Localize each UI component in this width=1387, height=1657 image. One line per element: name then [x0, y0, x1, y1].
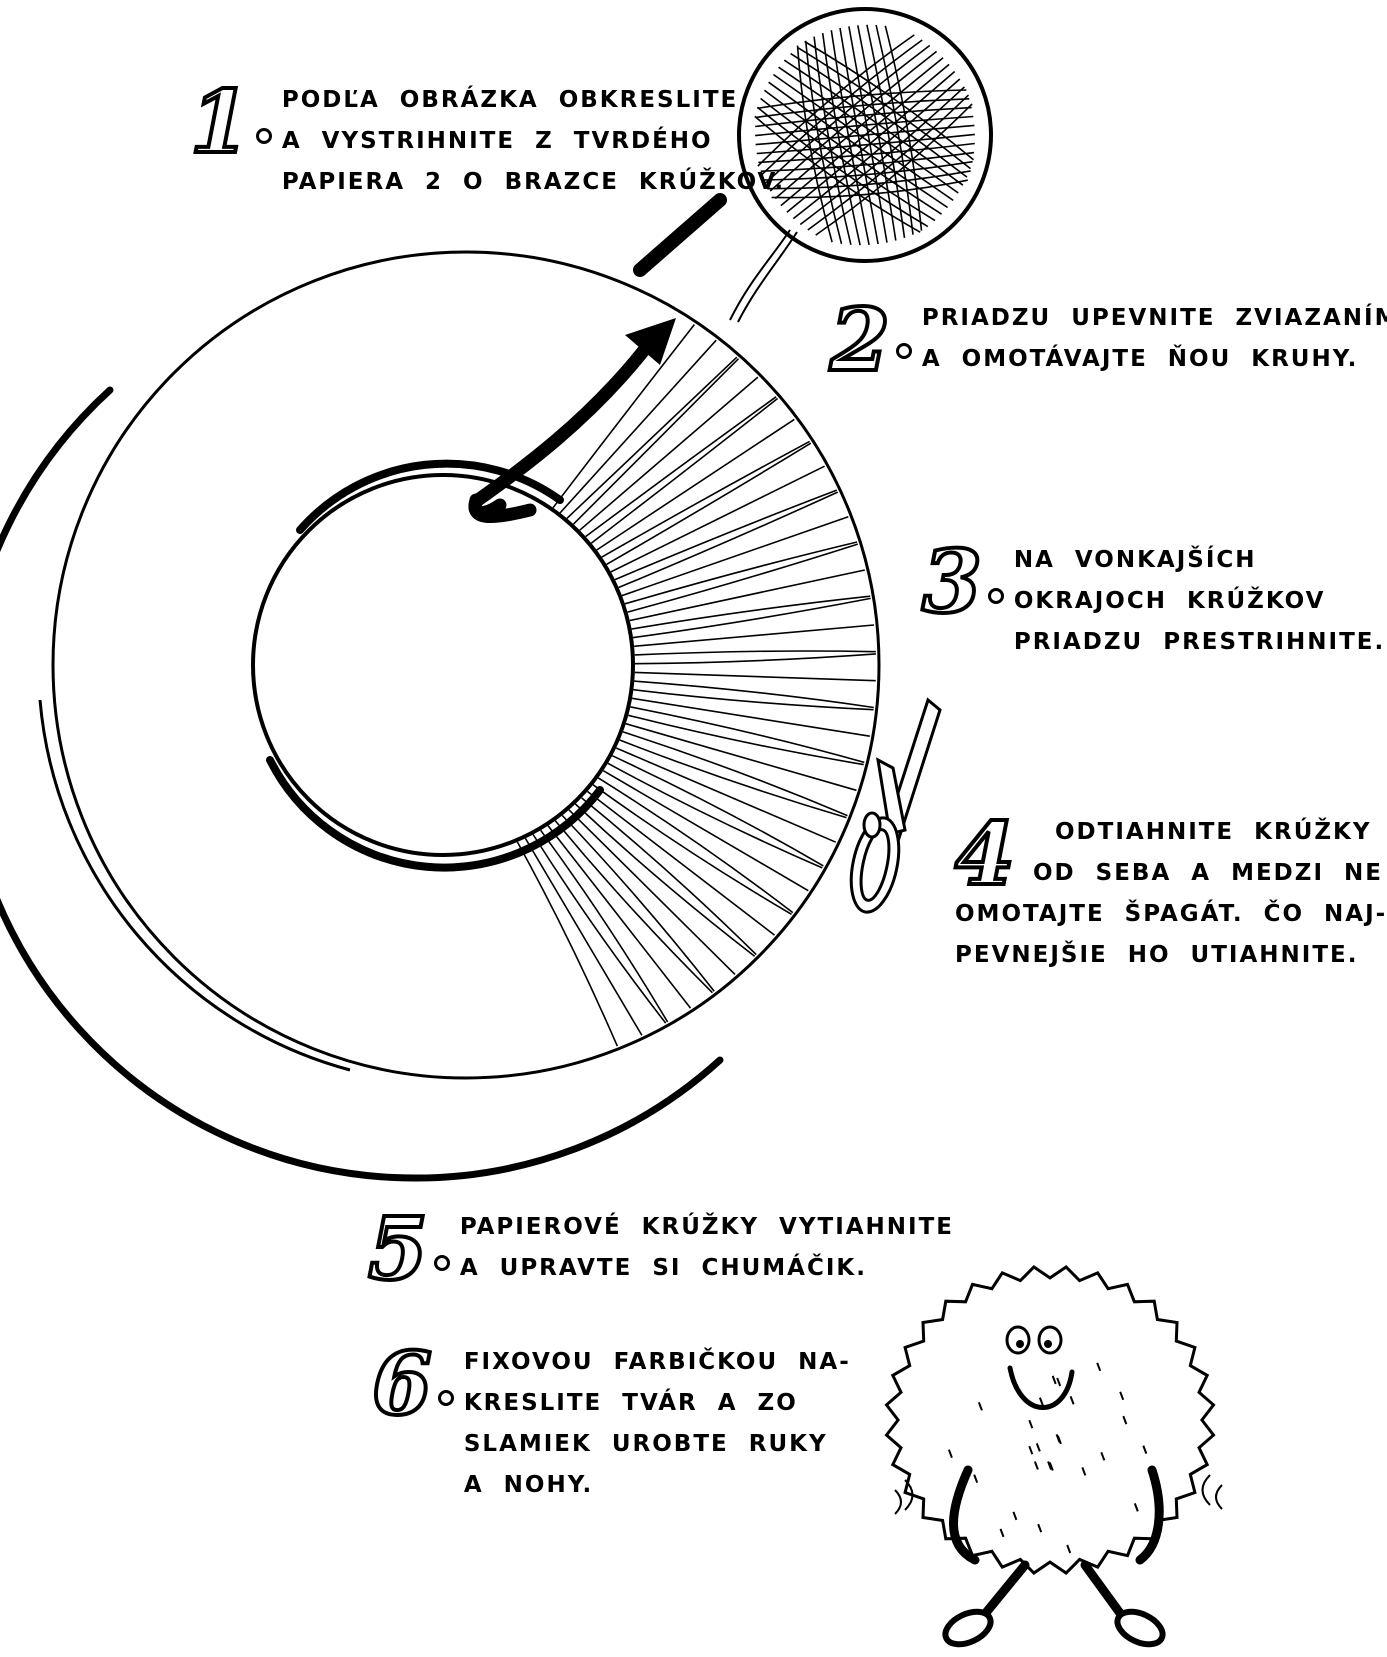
step-dot-icon	[896, 343, 912, 359]
step-3: 3 NA VONKAJŠÍCH OKRAJOCH KRÚŽKOV PRIADZU…	[922, 540, 1385, 663]
step-6-line-3: SLAMIEK UROBTE RUKY	[464, 1424, 851, 1465]
step-dot-icon	[988, 588, 1004, 604]
step-3-line-3: PRIADZU PRESTRIHNITE.	[1014, 622, 1385, 663]
step-number-6: 6	[372, 1342, 432, 1428]
step-5: 5 PAPIEROVÉ KRÚŽKY VYTIAHNITE A UPRAVTE …	[368, 1207, 954, 1293]
step-number-2: 2	[830, 298, 890, 384]
step-4-line-4: PEVNEJŠIE HO UTIAHNITE.	[955, 935, 1387, 976]
step-3-line-1: NA VONKAJŠÍCH	[1014, 540, 1385, 581]
step-1-line-2: A VYSTRIHNITE Z TVRDÉHO	[282, 121, 785, 162]
step-2-line-2: A OMOTÁVAJTE ŇOU KRUHY.	[922, 339, 1387, 380]
step-number-3: 3	[922, 540, 982, 626]
step-5-line-1: PAPIEROVÉ KRÚŽKY VYTIAHNITE	[460, 1207, 954, 1248]
step-number-5: 5	[368, 1207, 428, 1293]
step-4-line-3: OMOTAJTE ŠPAGÁT. ČO NAJ-	[955, 894, 1387, 935]
step-dot-icon	[256, 128, 272, 144]
step-6: 6 FIXOVOU FARBIČKOU NA- KRESLITE TVÁR A …	[372, 1342, 851, 1506]
step-dot-icon	[434, 1255, 450, 1271]
step-number-4: 4	[955, 812, 1015, 898]
cardboard-ring-icon	[0, 252, 879, 1178]
step-4: 4 ODTIAHNITE KRÚŽKY OD SEBA A MEDZI NE O…	[955, 812, 1387, 976]
step-6-line-1: FIXOVOU FARBIČKOU NA-	[464, 1342, 851, 1383]
step-6-line-4: A NOHY.	[464, 1465, 851, 1506]
step-4-line-2: OD SEBA A MEDZI NE	[955, 853, 1387, 894]
step-2-line-1: PRIADZU UPEVNITE ZVIAZANÍM	[922, 298, 1387, 339]
step-6-line-2: KRESLITE TVÁR A ZO	[464, 1383, 851, 1424]
step-4-line-1: ODTIAHNITE KRÚŽKY	[955, 812, 1387, 853]
step-1: 1 PODĽA OBRÁZKA OBKRESLITE A VYSTRIHNITE…	[190, 80, 785, 203]
step-2: 2 PRIADZU UPEVNITE ZVIAZANÍM A OMOTÁVAJT…	[830, 298, 1387, 384]
step-3-line-2: OKRAJOCH KRÚŽKOV	[1014, 581, 1385, 622]
step-5-line-2: A UPRAVTE SI CHUMÁČIK.	[460, 1248, 954, 1289]
pompom-character-icon	[887, 1267, 1223, 1651]
step-1-line-3: PAPIERA 2 O BRAZCE KRÚŽKOV.	[282, 162, 785, 203]
step-1-line-1: PODĽA OBRÁZKA OBKRESLITE	[282, 80, 785, 121]
step-number-1: 1	[190, 80, 250, 166]
step-dot-icon	[438, 1390, 454, 1406]
